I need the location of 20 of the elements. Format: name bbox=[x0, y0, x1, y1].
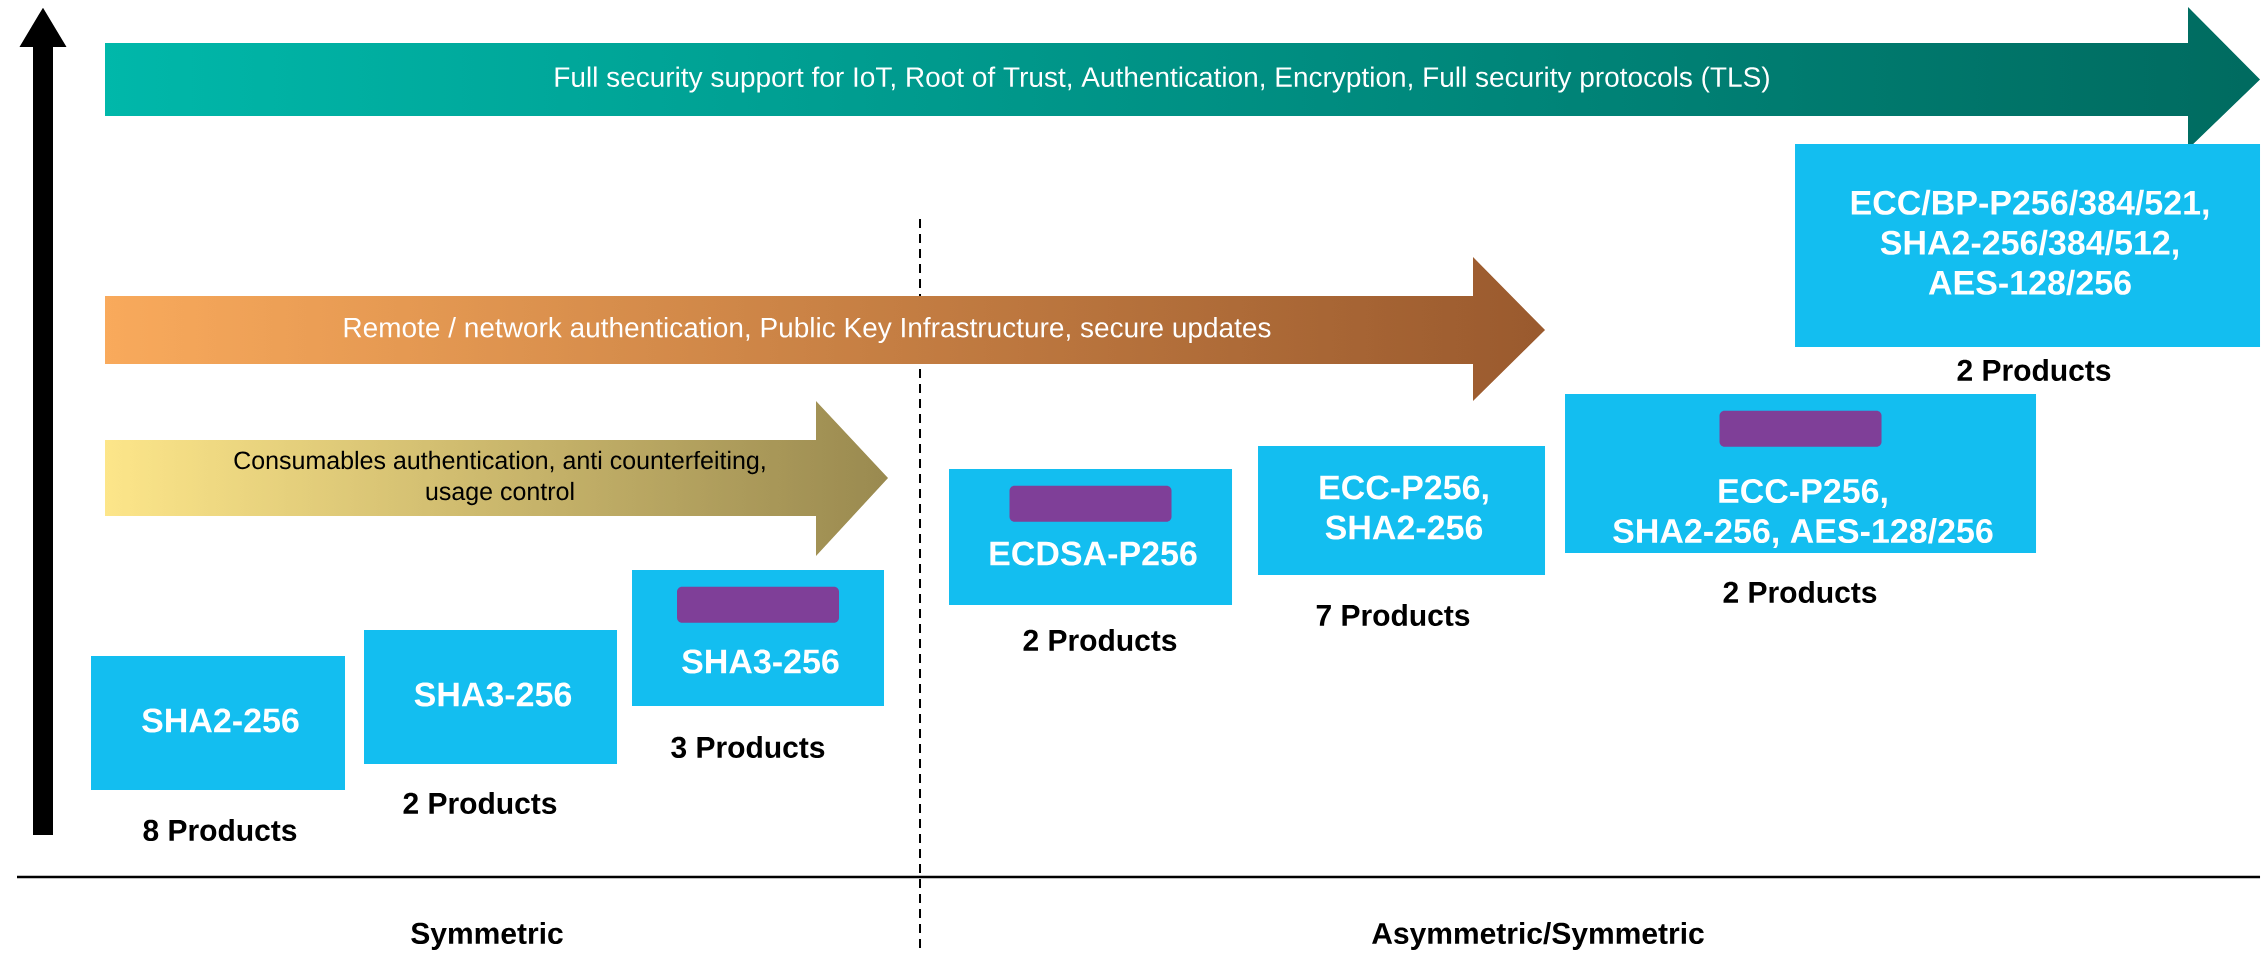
banner-arrow: Consumables authentication, anti counterfeiting, usage control bbox=[234, 450, 765, 506]
algorithm-box: ECC-P256, SHA2-256, AES-128/256 bbox=[1565, 394, 2036, 553]
product-count: 2 Products bbox=[1723, 581, 1877, 604]
algorithm-box: SHA3-256 bbox=[364, 630, 617, 764]
algorithm-box: ECC-P256, SHA2-256 bbox=[1258, 446, 1545, 575]
algorithm-box: ECC/BP-P256/384/521, SHA2-256/384/512, AES-128/256 bbox=[1795, 144, 2261, 347]
banner-arrow: Full security support for IoT, Root of Trust, Authentication, Encryption, Full security protocols (TLS) bbox=[555, 66, 1769, 93]
product-count: 8 Products bbox=[143, 819, 297, 842]
badge bbox=[1719, 410, 1882, 447]
axis-label: Symmetric bbox=[411, 922, 563, 950]
badge bbox=[1009, 485, 1172, 522]
algorithm-box: SHA2-256 bbox=[91, 656, 345, 790]
product-count: 2 Products bbox=[1023, 629, 1177, 652]
axis-label: Asymmetric/Symmetric bbox=[1372, 922, 1704, 950]
banner-arrow: Remote / network authentication, Public Key Infrastructure, secure updates bbox=[344, 316, 1271, 344]
product-count: 7 Products bbox=[1316, 604, 1470, 627]
product-count: 2 Products bbox=[1957, 359, 2111, 382]
badge bbox=[677, 586, 839, 623]
product-count: 3 Products bbox=[671, 735, 825, 759]
product-count: 2 Products bbox=[403, 792, 557, 815]
